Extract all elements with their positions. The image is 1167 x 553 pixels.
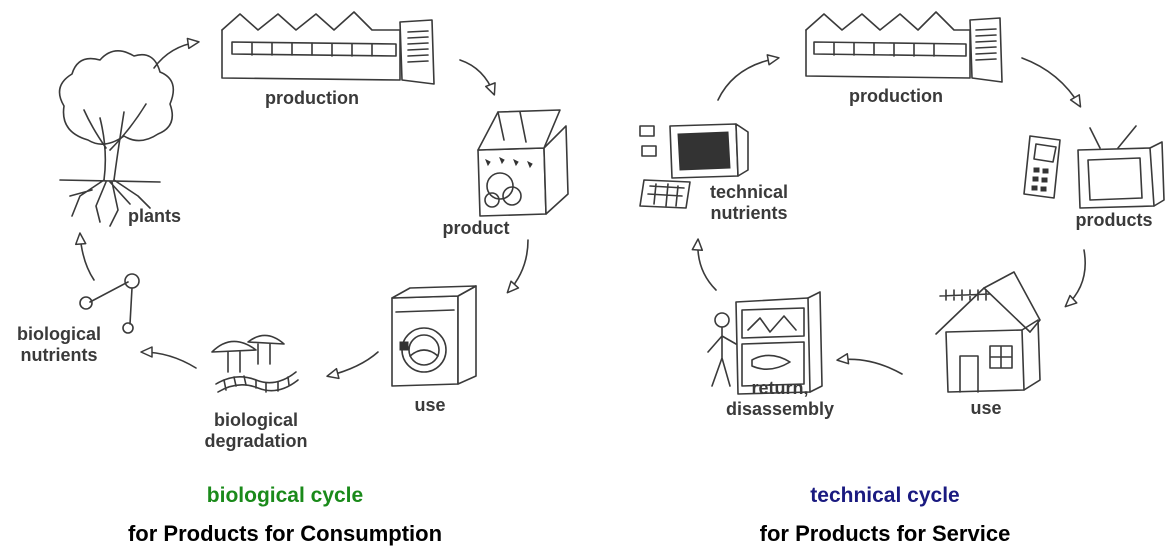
- bio-plants-label: plants: [128, 206, 182, 226]
- bio-nutrients-line2: nutrients: [20, 345, 98, 365]
- bio-production-label: production: [265, 88, 359, 108]
- tree-icon: [58, 50, 175, 227]
- bio-cycle-subtitle: for Products for Consumption: [127, 521, 443, 546]
- bio-product-label: product: [442, 218, 510, 238]
- mushroom-worm-icon: [211, 334, 299, 393]
- product-box-icon: [477, 109, 569, 217]
- bio-cycle-title: biological cycle: [206, 484, 364, 507]
- biological-cycle-arrows: [74, 37, 529, 380]
- tech-production-label: production: [849, 86, 943, 106]
- tech-use-label: use: [970, 398, 1002, 418]
- bio-nutrients-line1: biological: [16, 324, 101, 344]
- bio-degradation-line2: degradation: [204, 431, 308, 451]
- factory-icon: [805, 11, 1003, 83]
- phone-tv-icon: [1023, 125, 1165, 209]
- tech-cycle-subtitle: for Products for Service: [759, 521, 1011, 546]
- tech-return-label: return, disassembly: [710, 378, 850, 420]
- tech-nutrients-line1: technical: [709, 182, 789, 202]
- tech-return-line1: return,: [751, 378, 809, 398]
- tech-nutrients-label: technical nutrients: [694, 182, 804, 224]
- tech-products-label: products: [1075, 210, 1153, 230]
- bio-nutrients-label: biological nutrients: [4, 324, 114, 366]
- person-cabinet-icon: [707, 291, 823, 395]
- molecule-icon: [79, 273, 140, 334]
- bio-degradation-label: biological degradation: [186, 410, 326, 452]
- technical-cycle-arrows: [691, 54, 1086, 375]
- tech-return-line2: disassembly: [725, 399, 835, 419]
- washing-machine-icon: [391, 285, 477, 387]
- tech-nutrients-line2: nutrients: [710, 203, 788, 223]
- parts-icon: [639, 123, 749, 209]
- house-icon: [935, 271, 1041, 393]
- factory-icon: [221, 11, 435, 85]
- bio-use-label: use: [414, 395, 446, 415]
- bio-degradation-line1: biological: [213, 410, 298, 430]
- tech-cycle-title: technical cycle: [810, 484, 960, 507]
